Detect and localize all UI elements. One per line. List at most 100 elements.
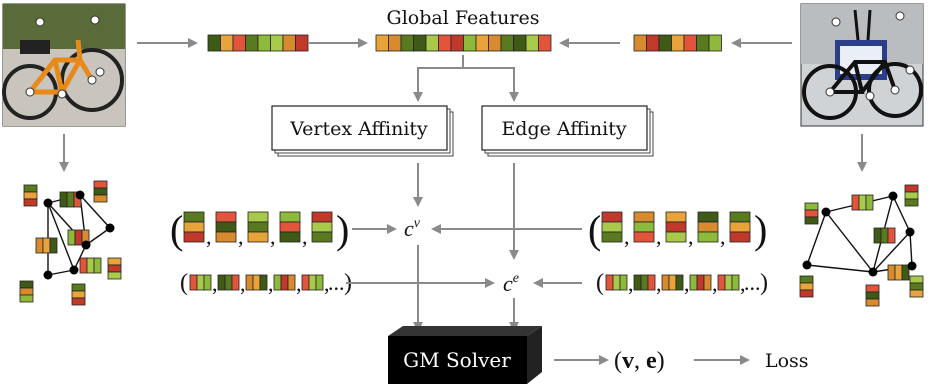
edge-chip-cell: [647, 274, 656, 291]
global-feature-cell: [450, 34, 464, 52]
comma: ,: [740, 271, 746, 296]
global-feature-cell: [500, 34, 514, 52]
feature-chip-cell: [215, 221, 237, 233]
feature-chip-cell: [804, 202, 819, 211]
left-feature-cell: [220, 34, 234, 52]
comma: ,: [268, 271, 274, 296]
left-photo: [2, 3, 126, 127]
edge-chip-cell: [887, 227, 896, 244]
graph-node: [821, 207, 831, 217]
edge-chip-cell: [880, 227, 889, 244]
graph-edge: [73, 244, 87, 271]
edge-chip-cell: [661, 274, 670, 291]
feature-chip-cell: [904, 191, 919, 200]
edge-chip-cell: [203, 274, 212, 291]
feature-chip-cell: [247, 221, 269, 233]
edge-chip-cell: [640, 274, 649, 291]
feature-chip-cell: [71, 297, 86, 306]
edge-chip-cell: [93, 257, 102, 274]
open-paren: (: [180, 270, 188, 296]
feature-chip-cell: [23, 198, 38, 207]
feature-chip-cell: [183, 231, 205, 243]
right-photo: [800, 3, 924, 127]
feature-chip-cell: [633, 211, 655, 223]
feature-chip-cell: [93, 187, 108, 196]
gm-solver-box: GM Solver: [388, 326, 542, 384]
edge-chip-cell: [612, 274, 621, 291]
feature-chip-cell: [729, 211, 751, 223]
comma: ,: [628, 271, 634, 296]
feature-chip-cell: [279, 211, 301, 223]
graph-node: [69, 265, 79, 275]
edge-chip-cell: [59, 191, 68, 208]
edge-cost-ce: ce: [503, 271, 519, 296]
edge-affinity-box: Edge Affinity: [481, 105, 654, 157]
left-feature-cell: [270, 34, 284, 52]
feature-chip-cell: [311, 231, 333, 243]
right-feature-cell: [646, 34, 660, 52]
right-keypoint-graph: [799, 184, 924, 307]
vertex-affinity-box: Vertex Affinity: [271, 105, 454, 157]
feature-chip-cell: [107, 264, 122, 273]
feature-chip-cell: [71, 290, 86, 299]
right-feature-cell: [696, 34, 710, 52]
left-feature-cell: [207, 34, 221, 52]
feature-chip-cell: [804, 209, 819, 218]
ellipsis: ...: [744, 270, 761, 295]
feature-chip-cell: [279, 221, 301, 233]
feature-chip-cell: [279, 231, 301, 243]
comma: ,: [324, 271, 330, 296]
output-tuple-ve: (v, e): [614, 348, 665, 374]
edge-chip-cell: [189, 274, 198, 291]
edge-chip-cell: [675, 274, 684, 291]
global-features-label: Global Features: [387, 7, 540, 29]
feature-chip-cell: [633, 221, 655, 233]
feature-chip-cell: [23, 191, 38, 200]
edge-affinity-label: Edge Affinity: [501, 118, 626, 140]
right-feature-cell: [658, 34, 672, 52]
feature-chip-cell: [909, 282, 924, 291]
edge-chip-cell: [224, 274, 233, 291]
feature-chip-cell: [697, 231, 719, 243]
edge-chip-cell: [196, 274, 205, 291]
open-paren: (: [596, 270, 604, 296]
edge-chip-cell: [865, 194, 874, 211]
left-feature-cell: [295, 34, 309, 52]
comma: ,: [688, 224, 694, 249]
comma: ,: [712, 271, 718, 296]
comma: ,: [656, 224, 662, 249]
graph-edge: [79, 194, 111, 229]
edge-chip-cell: [217, 274, 226, 291]
vertex-cost-cv: cv: [404, 216, 421, 241]
global-feature-cell: [538, 34, 552, 52]
edge-chip-cell: [887, 264, 896, 281]
feature-chip-cell: [19, 294, 34, 303]
close-paren: ): [336, 207, 349, 252]
global-feature-vector: [375, 34, 552, 52]
comma: ,: [206, 224, 212, 249]
feature-chip-cell: [865, 291, 880, 300]
edge-chip-cell: [858, 194, 867, 211]
edge-chip-cell: [245, 274, 254, 291]
close-paren: ): [754, 207, 767, 252]
graph-edge: [85, 227, 111, 246]
graph-edge: [872, 231, 911, 273]
edge-chip-cell: [86, 257, 95, 274]
feature-chip-cell: [865, 284, 880, 293]
edge-chip-cell: [703, 274, 712, 291]
edge-chip-cell: [308, 274, 317, 291]
svg-text:ce: ce: [503, 271, 519, 296]
left-feature-cell: [245, 34, 259, 52]
feature-chip-cell: [71, 283, 86, 292]
comma: ,: [302, 224, 308, 249]
graph-node: [43, 198, 53, 208]
edge-chip-cell: [231, 274, 240, 291]
left-keypoint-graph: [19, 180, 122, 306]
edge-chip-cell: [287, 274, 296, 291]
edge-chip-cell: [252, 274, 261, 291]
graph-edge: [806, 211, 827, 266]
ce-sup: e: [513, 271, 519, 286]
comma: ,: [270, 224, 276, 249]
